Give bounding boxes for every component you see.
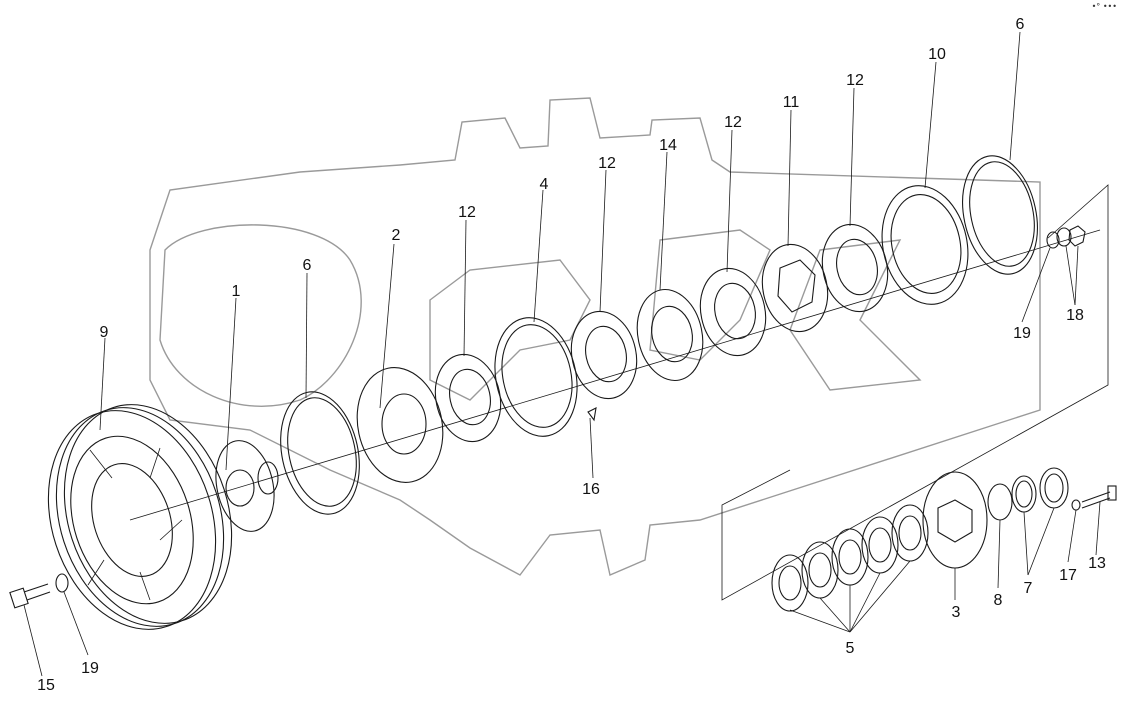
hub-part-1	[215, 440, 279, 532]
callout-12-a: 12	[458, 204, 476, 221]
ring-part-6-right	[962, 155, 1038, 275]
callout-12-c: 12	[724, 114, 742, 131]
callout-15: 15	[37, 677, 55, 694]
callout-8: 8	[994, 592, 1003, 609]
callout-5: 5	[846, 640, 855, 657]
plate-part-2	[356, 367, 444, 483]
callout-13: 13	[1088, 555, 1106, 572]
callout-4: 4	[540, 176, 549, 193]
inset-frame	[721, 184, 1109, 601]
bolt-part-13	[1071, 485, 1117, 511]
callout-19-left: 19	[81, 660, 99, 677]
callout-17: 17	[1059, 567, 1077, 584]
callout-6-right: 6	[1016, 16, 1025, 33]
pulley-part-9	[47, 404, 233, 630]
callout-14: 14	[659, 137, 677, 154]
callout-1: 1	[232, 283, 241, 300]
callout-12-d: 12	[846, 72, 864, 89]
friction-discs-part-12	[434, 223, 889, 443]
leader-lines	[23, 31, 1101, 677]
watermark-logo	[149, 97, 1041, 576]
hub-part-3	[922, 471, 988, 569]
callout-11: 11	[783, 94, 800, 111]
callout-9: 9	[100, 324, 109, 341]
callout-7: 7	[1024, 580, 1033, 597]
callout-19-right: 19	[1013, 325, 1031, 342]
callout-3: 3	[952, 604, 961, 621]
ring-part-6-left	[280, 391, 360, 515]
callout-10: 10	[928, 46, 946, 63]
callout-6-left: 6	[303, 257, 312, 274]
callout-16: 16	[582, 481, 600, 498]
rings-parts-7-8	[987, 467, 1069, 521]
shaft-axis-line	[129, 229, 1101, 521]
toothed-disc-part-14	[636, 288, 704, 382]
nut-washer-parts-18-19	[1046, 225, 1086, 249]
ring-part-4	[494, 317, 578, 437]
screw-part-16	[587, 407, 597, 422]
ring-part-10	[881, 185, 969, 305]
hex-disc-part-11	[761, 243, 829, 333]
corner-mark: •° •••	[1091, 2, 1117, 11]
callout-2: 2	[392, 227, 401, 244]
callout-12-b: 12	[598, 155, 616, 172]
bolt-part-15	[9, 573, 69, 609]
callout-18: 18	[1066, 307, 1084, 324]
